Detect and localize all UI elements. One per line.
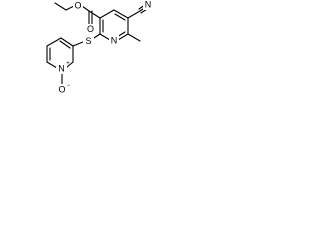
carbonyl-oxygen-label: O [87, 24, 94, 34]
bond-carbonyl-ring [88, 10, 101, 19]
ring-bond-c3-c4 [99, 9, 115, 19]
ring-bond-n1-c2 [99, 33, 111, 41]
ester-oxygen-label: O [74, 1, 81, 11]
n-oxide-oxygen-charge: − [67, 83, 71, 89]
ethyl-ester-group [54, 2, 101, 25]
chemical-structure: O O N N S N + O − [46, 0, 153, 95]
bond-ring-methyl [127, 33, 141, 42]
n-oxide-nitrogen-label: N [58, 64, 65, 74]
pyridine-nitrogen-label: N [111, 36, 118, 46]
bond-sulfur-ring [72, 41, 84, 47]
n-oxide-oxygen-label: O [58, 85, 65, 95]
bond-ring-nitrile-carbon [127, 10, 141, 19]
oxide-ring-bond-n-c2 [65, 61, 74, 69]
ring-bond-c6-n1 [117, 33, 129, 41]
n-oxide-nitrogen-charge: + [66, 61, 70, 67]
oxide-ring-bond-c3-c4 [46, 37, 62, 47]
pyridine-n-oxide-ring [46, 37, 84, 85]
oxide-ring-bond-c2-c3 [60, 37, 74, 47]
ring-bond-c4-c5-inner [114, 13, 126, 21]
oxide-ring-bond-c2-c3-inner [59, 40, 71, 49]
nitrile-nitrogen-label: N [145, 0, 152, 10]
atom-labels: O O N N S N + O − [56, 0, 153, 95]
ring-bond-c4-c5 [113, 9, 129, 19]
central-pyridine-ring [99, 9, 129, 41]
bond-ethyl-ch3 [54, 2, 67, 11]
bond-ring-sulfur [93, 33, 101, 39]
oxide-ring-bond-c5-c6 [46, 61, 58, 69]
bond-o-carbonyl [81, 5, 90, 12]
bond-ethyl-ch2-o [65, 5, 75, 11]
sulfur-label: S [85, 36, 91, 46]
